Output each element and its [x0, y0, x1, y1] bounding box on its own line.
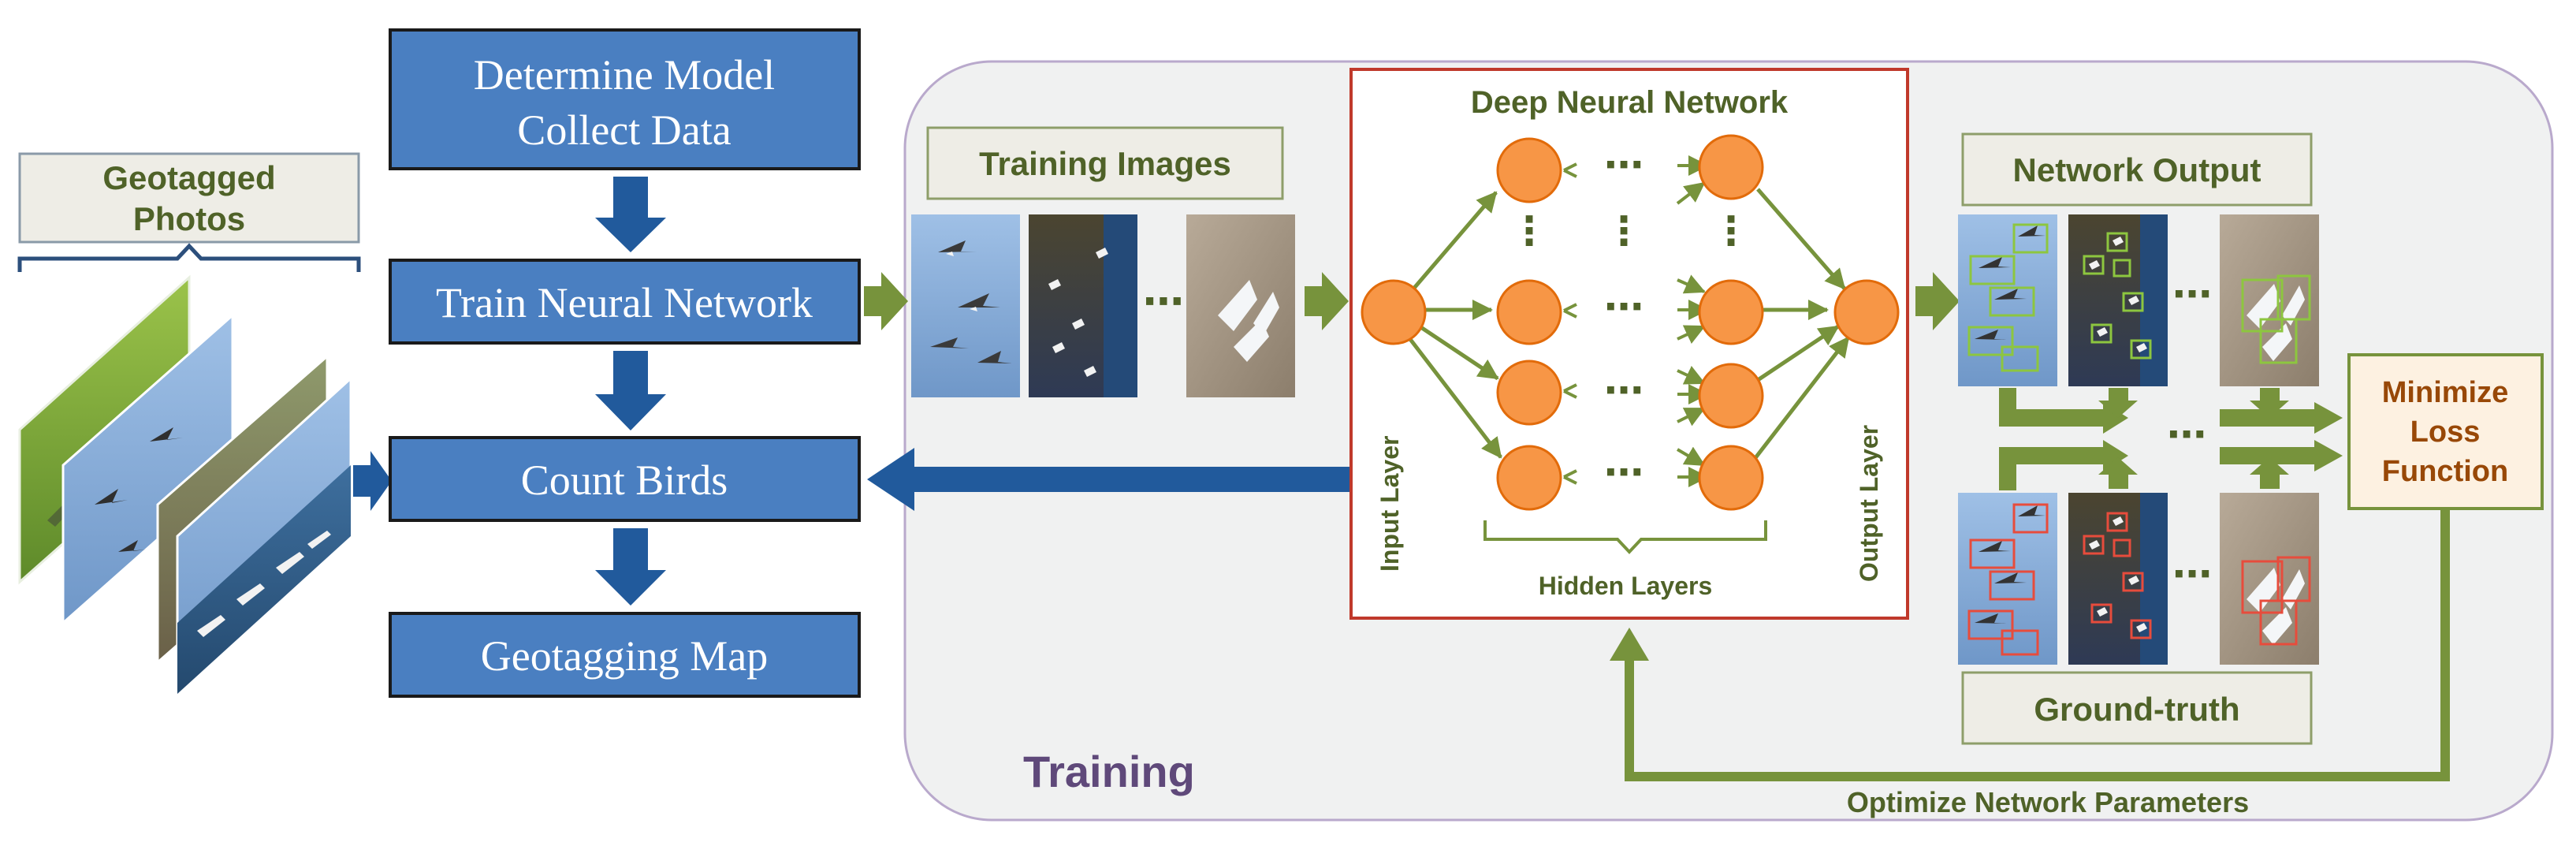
- bounding-box-icon: [2068, 493, 2168, 665]
- svg-text:⋯: ⋯: [1604, 450, 1644, 494]
- bounding-box-icon: [2068, 214, 2168, 386]
- train-to-images-arrow: [864, 272, 908, 330]
- training-images-label: Training Images: [979, 145, 1231, 182]
- dnn-to-count-arrow: [867, 448, 1349, 511]
- nn-ellipses: ⋯ ⋯ ⋯ ⋯ ⋮ ⋮ ⋮: [1509, 143, 1751, 494]
- step2-label: Train Neural Network: [436, 279, 813, 326]
- svg-text:⋯: ⋯: [1604, 285, 1644, 329]
- optimize-feedback-arrowhead: [1610, 628, 1649, 661]
- step4-label: Geotagging Map: [481, 632, 768, 680]
- svg-text:⋮: ⋮: [1711, 209, 1751, 253]
- pipeline-step-geotagging-map: Geotagging Map: [389, 612, 861, 698]
- groundtruth-ellipsis: ⋯: [2172, 552, 2212, 596]
- loss-line3: Function: [2382, 455, 2508, 488]
- dnn-to-output-arrow: [1915, 272, 1960, 330]
- dnn-title: Deep Neural Network: [1471, 85, 1789, 120]
- images-to-dnn-arrow: [1305, 272, 1349, 330]
- comparison-arrows: [1999, 388, 2314, 490]
- output-ellipsis: ⋯: [2172, 272, 2212, 316]
- optimize-feedback-line: [1625, 509, 2450, 781]
- loss-function-box: [2347, 353, 2544, 510]
- geotagged-label-box: [18, 152, 360, 244]
- down-arrow-1: [595, 177, 666, 252]
- pipeline-step-count-birds: Count Birds: [389, 436, 861, 522]
- hidden2-node: [1698, 445, 1764, 511]
- output-layer-label: Output Layer: [1855, 425, 1883, 582]
- down-arrow-2: [595, 351, 666, 430]
- hidden2-node: [1698, 363, 1764, 429]
- svg-text:⋯: ⋯: [1604, 143, 1644, 187]
- ground-truth-label: Ground-truth: [2034, 691, 2239, 728]
- geotagged-label-line1: Geotagged: [102, 159, 275, 196]
- down-arrow-3: [595, 528, 666, 606]
- hidden1-node: [1496, 279, 1562, 345]
- network-output-label: Network Output: [2013, 151, 2261, 188]
- geotagged-bracket: [17, 243, 361, 272]
- bird-photo-icon: [911, 214, 1020, 397]
- bounding-box-icon: [2220, 493, 2319, 665]
- output-node: [1833, 279, 1900, 345]
- step1-line2: Collect Data: [517, 106, 731, 154]
- nn-connections: [1405, 188, 1850, 460]
- optimize-label: Optimize Network Parameters: [1847, 786, 2249, 818]
- svg-text:⋮: ⋮: [1604, 209, 1644, 253]
- hidden2-node: [1698, 279, 1764, 345]
- bounding-box-icon: [1958, 493, 2057, 665]
- bird-photo-icon: [1029, 214, 1137, 397]
- hidden2-node: [1698, 134, 1764, 200]
- images-ellipsis: ⋯: [1143, 279, 1184, 325]
- hidden-layers-label: Hidden Layers: [1539, 572, 1713, 600]
- bird-photo-icon: [1186, 214, 1295, 397]
- step1-line1: Determine Model: [474, 51, 775, 99]
- bounding-box-icon: [1958, 214, 2057, 386]
- hidden1-node: [1496, 137, 1562, 203]
- step3-label: Count Birds: [521, 457, 728, 504]
- comparison-ellipsis: ⋯: [2167, 412, 2206, 457]
- geotagged-label-line2: Photos: [133, 200, 245, 237]
- loss-line1: Minimize: [2382, 376, 2508, 409]
- svg-text:⋮: ⋮: [1509, 209, 1549, 253]
- pipeline-step-train: Train Neural Network: [389, 259, 861, 345]
- hidden-layers-bracket: [1483, 520, 1767, 554]
- photo-stack-icon: [18, 274, 392, 697]
- network-output-label-box: [1961, 132, 2313, 207]
- ground-truth-label-box: [1961, 671, 2313, 745]
- input-layer-label: Input Layer: [1375, 436, 1404, 572]
- input-node: [1361, 279, 1427, 345]
- training-images-label-box: [926, 126, 1284, 200]
- hidden1-node: [1496, 445, 1562, 511]
- nn-stubs: [1563, 155, 1709, 487]
- training-title: Training: [1023, 747, 1195, 796]
- bounding-box-icon: [2220, 214, 2319, 386]
- nn-nodes: [1361, 134, 1900, 511]
- comparison-arrowheads: [2098, 388, 2343, 489]
- svg-text:⋯: ⋯: [1604, 368, 1644, 412]
- hidden1-node: [1496, 360, 1562, 426]
- pipeline-step-determine-model: Determine Model Collect Data: [389, 28, 861, 170]
- loss-line2: Loss: [2410, 416, 2481, 449]
